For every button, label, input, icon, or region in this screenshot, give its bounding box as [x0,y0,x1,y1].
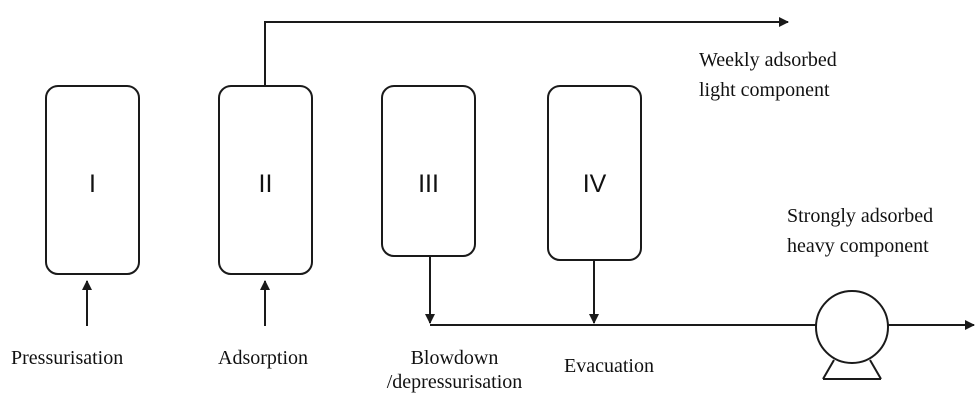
vessel-ii-numeral: II [258,170,273,198]
blowdown-label: Blowdown /depressurisation [372,346,537,394]
light-component-line2: light component [699,79,830,101]
vessel-i: I [45,85,140,275]
vessel-ii: II [218,85,313,275]
light-component-line1: Weekly adsorbed [699,49,837,71]
blowdown-label-line2: /depressurisation [386,371,523,393]
adsorption-label: Adsorption [218,347,308,369]
light-product-line [264,17,789,85]
heavy-component-label: Strongly adsorbed heavy component [787,204,933,258]
vacuum-pump-icon [815,290,889,380]
heavy-component-line2: heavy component [787,235,929,257]
vessel-i-numeral: I [89,170,96,198]
light-component-label: Weekly adsorbed light component [699,48,837,102]
vessel-iii-numeral: III [418,170,439,198]
vessel-iv-numeral: IV [582,170,607,198]
heavy-component-line1: Strongly adsorbed [787,205,934,227]
vessel-iv: IV [547,85,642,261]
evacuation-label: Evacuation [564,355,654,377]
blowdown-label-line1: Blowdown [410,347,499,369]
pressurisation-label: Pressurisation [11,347,124,369]
vessel-iii: III [381,85,476,257]
